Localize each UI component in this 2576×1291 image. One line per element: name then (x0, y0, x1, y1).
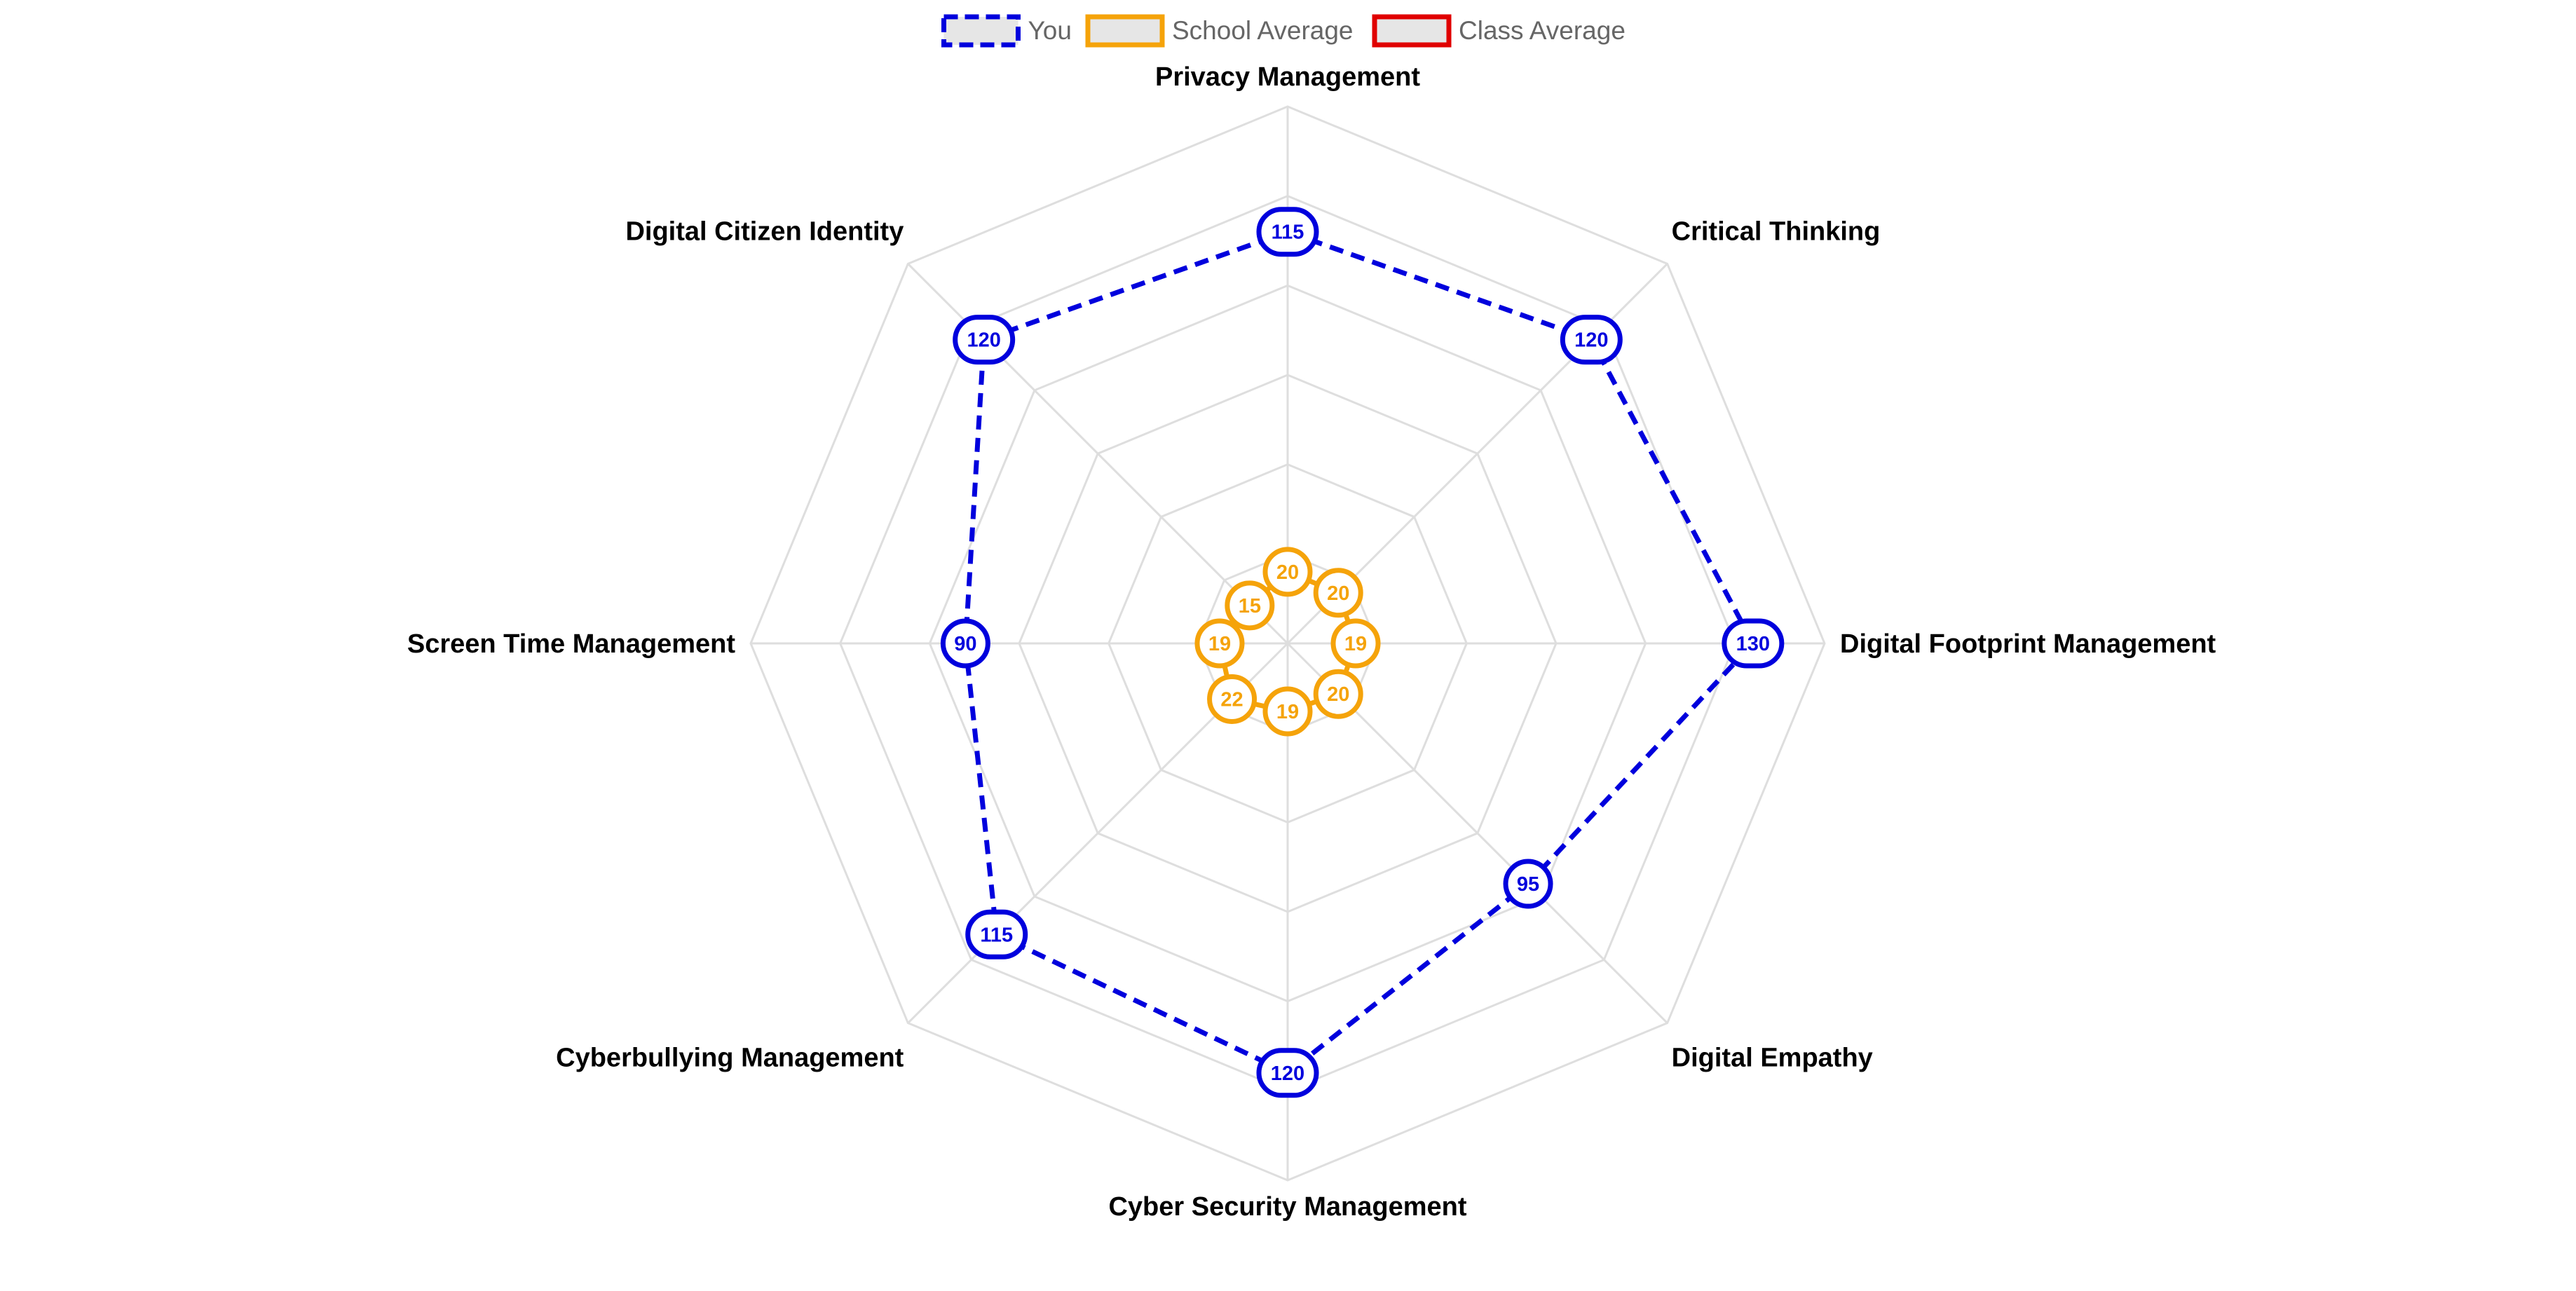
legend-label-school-average: School Average (1172, 16, 1354, 45)
data-label-you-privacy-management: 115 (1272, 221, 1304, 244)
series-school-average: 20 20 19 20 19 22 19 15 (1194, 547, 1381, 737)
axis-label-screen-time-management: Screen Time Management (407, 629, 735, 659)
data-label-school-average-critical-thinking: 20 (1327, 582, 1349, 605)
axis-label-digital-footprint-management: Digital Footprint Management (1840, 629, 2216, 659)
data-label-you-cyber-security-management: 120 (1271, 1063, 1304, 1085)
radar-grid (749, 105, 1826, 1182)
legend: You School Average Class Average (941, 14, 1626, 48)
data-label-you-digital-empathy: 95 (1517, 873, 1539, 896)
data-point-you-digital-empathy (1503, 859, 1553, 909)
data-point-school-average-cyber-security-management (1262, 686, 1313, 737)
data-point-you-screen-time-management (940, 618, 990, 669)
axis-label-critical-thinking: Critical Thinking (1672, 217, 1881, 246)
axis-label-cyberbullying-management: Cyberbullying Management (556, 1044, 904, 1073)
data-point-you-critical-thinking (1560, 315, 1623, 365)
data-point-you-cyberbullying-management (965, 909, 1028, 959)
data-point-you-digital-citizen-identity (953, 315, 1016, 365)
data-label-you-digital-citizen-identity: 120 (967, 329, 1000, 352)
data-label-school-average-privacy-management: 20 (1276, 561, 1299, 584)
data-label-school-average-cyberbullying-management: 22 (1220, 688, 1243, 711)
data-point-school-average-cyberbullying-management (1207, 674, 1258, 724)
data-point-you-privacy-management (1256, 207, 1319, 257)
data-label-school-average-screen-time-management: 19 (1208, 633, 1231, 655)
data-point-school-average-digital-footprint-management (1330, 618, 1381, 669)
data-label-you-digital-footprint-management: 130 (1736, 633, 1770, 655)
data-label-school-average-digital-empathy: 20 (1327, 683, 1349, 706)
data-point-school-average-privacy-management (1262, 547, 1313, 597)
data-point-you-digital-footprint-management (1722, 618, 1785, 669)
data-label-you-critical-thinking: 120 (1574, 329, 1608, 352)
series-you: 115 120 130 95 120 115 90 120 (940, 207, 1785, 1098)
legend-swatch-you (941, 14, 1021, 48)
legend-swatch-school-average (1085, 14, 1165, 48)
axis-label-cyber-security-management: Cyber Security Management (1108, 1192, 1466, 1222)
data-label-school-average-cyber-security-management: 19 (1276, 701, 1299, 723)
data-label-you-screen-time-management: 90 (954, 633, 976, 655)
axis-label-digital-citizen-identity: Digital Citizen Identity (625, 217, 904, 246)
data-point-school-average-digital-empathy (1313, 669, 1363, 719)
data-label-you-cyberbullying-management: 115 (980, 924, 1013, 946)
legend-swatch-class-average (1372, 14, 1452, 48)
legend-label-class-average: Class Average (1459, 16, 1626, 45)
data-point-school-average-critical-thinking (1313, 568, 1363, 618)
data-point-you-cyber-security-management (1256, 1048, 1319, 1098)
data-label-school-average-digital-citizen-identity: 15 (1239, 595, 1261, 617)
legend-label-you: You (1028, 16, 1072, 45)
data-point-school-average-screen-time-management (1194, 618, 1245, 669)
axis-label-digital-empathy: Digital Empathy (1672, 1044, 1873, 1073)
data-point-school-average-digital-citizen-identity (1225, 580, 1275, 631)
axis-label-privacy-management: Privacy Management (1155, 62, 1420, 92)
data-label-school-average-digital-footprint-management: 19 (1344, 633, 1367, 655)
